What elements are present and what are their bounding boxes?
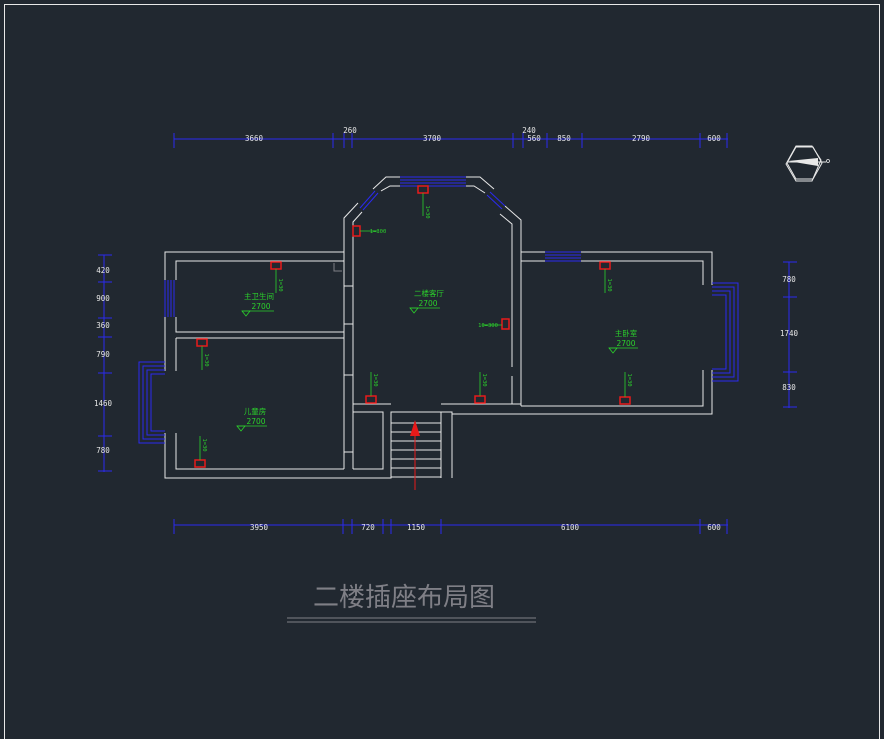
stair-arrow-icon xyxy=(410,420,420,490)
top-dim-4: 240 xyxy=(522,126,536,135)
outlet-icon[interactable]: 1=30 xyxy=(270,261,283,293)
bottom-dim-5: 600 xyxy=(707,523,721,532)
outlet-label: 1=30 xyxy=(277,278,283,291)
outlet-label: 1=30 xyxy=(626,373,632,386)
bottom-dimension-chain xyxy=(173,519,728,534)
drawing-frame xyxy=(4,4,880,739)
walls xyxy=(164,176,713,479)
north-arrow-icon xyxy=(785,145,830,182)
outlet-icon[interactable]: 1=30 xyxy=(417,185,430,219)
room-level: 2700 xyxy=(246,417,265,426)
outlet-label: 1=300 xyxy=(370,229,387,235)
top-dim-3: 3700 xyxy=(423,134,442,143)
drawing-title-block: 二楼插座布局图 xyxy=(287,583,536,623)
outlet-icon[interactable]: 10=300 xyxy=(478,318,510,330)
outlet-label: 10=300 xyxy=(478,323,498,329)
top-dim-5: 560 xyxy=(527,134,541,143)
outlet-icon[interactable]: 1=30 xyxy=(619,372,632,405)
top-dim-6: 850 xyxy=(557,134,571,143)
right-dim-1: 780 xyxy=(782,275,796,284)
outlet-label: 1=30 xyxy=(606,278,612,291)
door-mark xyxy=(333,263,342,272)
outlet-icon[interactable]: 1=30 xyxy=(599,261,612,293)
bottom-dim-1: 3950 xyxy=(250,523,269,532)
room-name: 主卫生间 xyxy=(244,291,274,301)
top-dim-8: 600 xyxy=(707,134,721,143)
room-level: 2700 xyxy=(616,339,635,348)
drawing-title: 二楼插座布局图 xyxy=(313,583,495,613)
room-name: 儿童房 xyxy=(244,406,267,416)
left-dimension-chain xyxy=(98,254,112,472)
room-label-living: 二楼客厅 2700 xyxy=(409,288,444,314)
outlet-label: 1=30 xyxy=(201,438,207,451)
room-label-master-bath: 主卫生间 2700 xyxy=(241,291,274,317)
right-dimension-chain xyxy=(783,261,797,408)
top-dim-1: 3660 xyxy=(245,134,264,143)
bottom-dim-4: 6100 xyxy=(561,523,580,532)
left-dim-3: 360 xyxy=(96,321,110,330)
room-name: 主卧室 xyxy=(615,328,638,338)
outlet-icon[interactable]: 1=300 xyxy=(352,225,387,237)
left-dim-2: 900 xyxy=(96,294,110,303)
outlet-label: 1=30 xyxy=(372,373,378,386)
room-level: 2700 xyxy=(251,302,270,311)
top-dimension-chain xyxy=(173,133,728,148)
room-name: 二楼客厅 xyxy=(414,288,444,298)
left-dim-1: 420 xyxy=(96,266,110,275)
room-level: 2700 xyxy=(418,299,437,308)
bottom-dim-3: 1150 xyxy=(407,523,426,532)
outlet-icon[interactable]: 1=30 xyxy=(474,372,487,404)
staircase xyxy=(391,412,442,478)
outlet-icon[interactable]: 1=30 xyxy=(194,436,207,468)
windows xyxy=(138,176,739,444)
outlet-icon[interactable]: 1=30 xyxy=(365,372,378,404)
left-dim-6: 780 xyxy=(96,446,110,455)
right-dim-3: 830 xyxy=(782,383,796,392)
outlet-label: 1=30 xyxy=(481,373,487,386)
room-label-kids-room: 儿童房 2700 xyxy=(236,406,267,432)
top-dim-2: 260 xyxy=(343,126,357,135)
outlet-label: 1=30 xyxy=(424,205,430,218)
right-dim-2: 1740 xyxy=(780,329,799,338)
left-dim-5: 1460 xyxy=(94,399,113,408)
top-dim-7: 2790 xyxy=(632,134,651,143)
outlet-label: 1=30 xyxy=(203,353,209,366)
left-dim-4: 790 xyxy=(96,350,110,359)
bottom-dim-2: 720 xyxy=(361,523,375,532)
outlet-icon[interactable]: 1=30 xyxy=(196,338,209,370)
room-label-master-bedroom: 主卧室 2700 xyxy=(608,328,638,354)
